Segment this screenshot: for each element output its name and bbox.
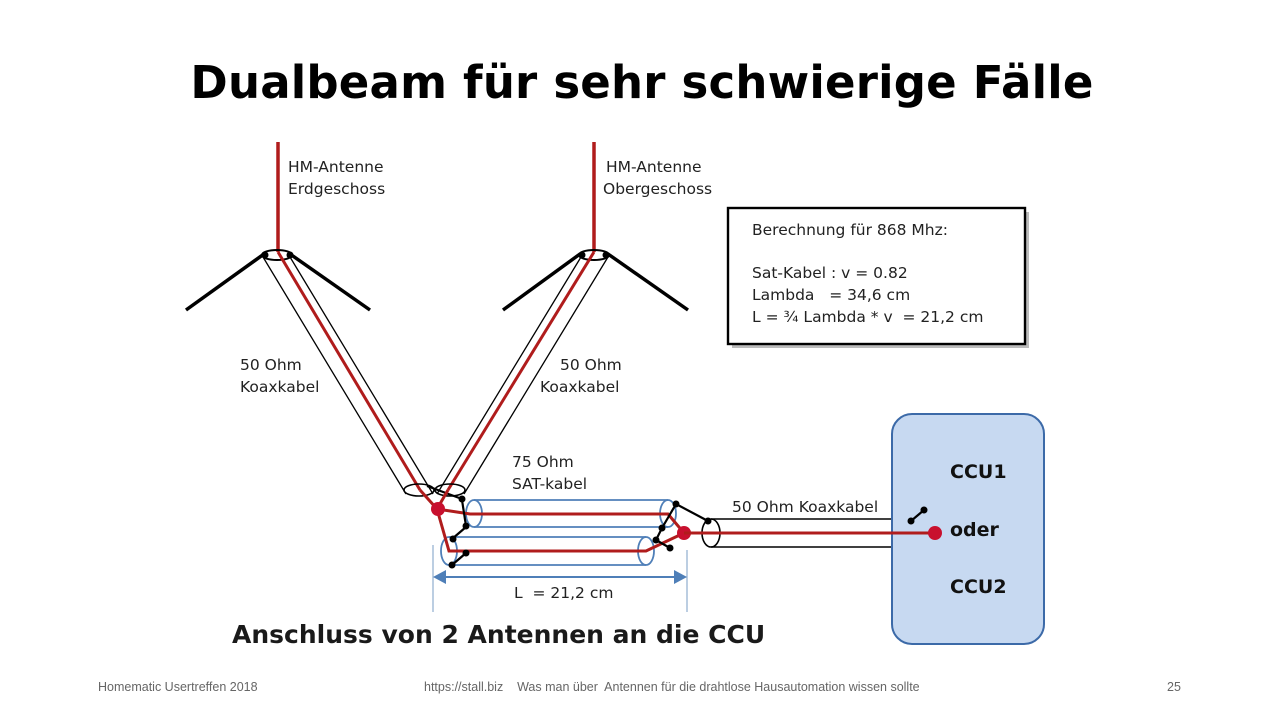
ccu-shield-terminal <box>907 517 915 525</box>
right-antenna-radial-right <box>606 252 690 312</box>
shield-terminal <box>652 536 660 544</box>
ccu-input-dot <box>928 526 942 540</box>
shield-terminal <box>448 561 456 569</box>
footer-event: Homematic Usertreffen 2018 <box>98 680 258 694</box>
calc-title: Berechnung für 868 Mhz: <box>752 221 948 239</box>
shield-terminal <box>449 535 457 543</box>
right-coax-conductor <box>446 251 596 491</box>
calc-line-1: Sat-Kabel : v = 0.82 <box>752 264 908 282</box>
coax-left-label-line2: Koaxkabel <box>240 378 319 396</box>
sat-cable-lower-conductor <box>435 508 685 553</box>
left-antenna-radial-right <box>288 252 372 312</box>
shield-wire <box>460 499 468 527</box>
dimension-arrow-left <box>433 570 446 584</box>
diagram-caption: Anschluss von 2 Antennen an die CCU <box>232 620 765 649</box>
antenna-right-label-line1: HM-Antenne <box>606 158 702 176</box>
shield-terminal <box>462 549 470 557</box>
sat-cable-label-line2: SAT-kabel <box>512 475 587 493</box>
sat-cable-pair <box>431 495 712 569</box>
ccu2-label: CCU2 <box>950 576 1007 598</box>
right-coax-end <box>434 483 466 497</box>
left-coax-end <box>403 483 435 497</box>
right-coax-cable <box>434 251 609 510</box>
ccu-coax-label: 50 Ohm Koaxkabel <box>732 498 878 516</box>
ccu-shield-terminal <box>920 506 928 514</box>
antenna-diagram: CCU1 oder CCU2 L = 21,2 cm Berechnung fü… <box>184 142 1045 649</box>
footer-source: https://stall.biz Was man über Antennen … <box>424 680 920 694</box>
left-antenna-radial-left <box>184 252 266 312</box>
right-antenna-terminal <box>578 251 586 259</box>
right-antenna-terminal <box>602 251 610 259</box>
left-antenna-terminal <box>261 251 269 259</box>
calculation-box-frame <box>726 206 1027 346</box>
left-shield-wire <box>426 484 463 501</box>
coax-left-label-line1: 50 Ohm <box>240 356 302 374</box>
shield-terminal <box>658 524 666 532</box>
left-coax-cable <box>262 251 463 511</box>
junction-dot-left <box>431 502 445 516</box>
right-coax-shield <box>436 256 582 495</box>
right-coax-shield <box>463 256 609 495</box>
ccu1-label: CCU1 <box>950 461 1007 483</box>
coax-right-label-line2: Koaxkabel <box>540 378 619 396</box>
shield-wire <box>661 503 677 529</box>
calc-line-3: L = ¾ Lambda * v = 21,2 cm <box>752 308 983 326</box>
shield-terminal <box>666 544 674 552</box>
antenna-left-label-line2: Erdgeschoss <box>288 180 385 198</box>
sat-cable-upper-conductor <box>436 507 686 534</box>
ccu-oder-label: oder <box>950 519 1000 541</box>
left-antenna <box>184 142 372 312</box>
footer-page-number: 25 <box>1167 680 1181 694</box>
shield-wire <box>675 503 709 522</box>
coax-right-label-line1: 50 Ohm <box>560 356 622 374</box>
shield-terminal <box>458 495 466 503</box>
right-antenna-radial-left <box>501 252 582 312</box>
right-antenna <box>501 142 690 312</box>
left-coax-conductor <box>276 251 422 491</box>
dimension-arrow-right <box>674 570 687 584</box>
ccu-box-body <box>891 413 1045 645</box>
antenna-left-label-line1: HM-Antenne <box>288 158 384 176</box>
length-label: L = 21,2 cm <box>514 584 613 602</box>
left-antenna-terminal <box>286 251 294 259</box>
calc-line-2: Lambda = 34,6 cm <box>752 286 910 304</box>
ccu-box: CCU1 oder CCU2 <box>891 413 1045 645</box>
slide-title: Dualbeam für sehr schwierige Fälle <box>190 56 1094 109</box>
left-coax-shield <box>262 256 407 495</box>
left-coax-shield <box>289 256 434 495</box>
calculation-box: Berechnung für 868 Mhz: Sat-Kabel : v = … <box>726 206 1029 348</box>
sat-cable-label-line1: 75 Ohm <box>512 453 574 471</box>
length-dimension: L = 21,2 cm <box>432 545 688 612</box>
shield-terminal <box>672 500 680 508</box>
antenna-right-label-line2: Obergeschoss <box>603 180 712 198</box>
shield-terminal <box>462 522 470 530</box>
